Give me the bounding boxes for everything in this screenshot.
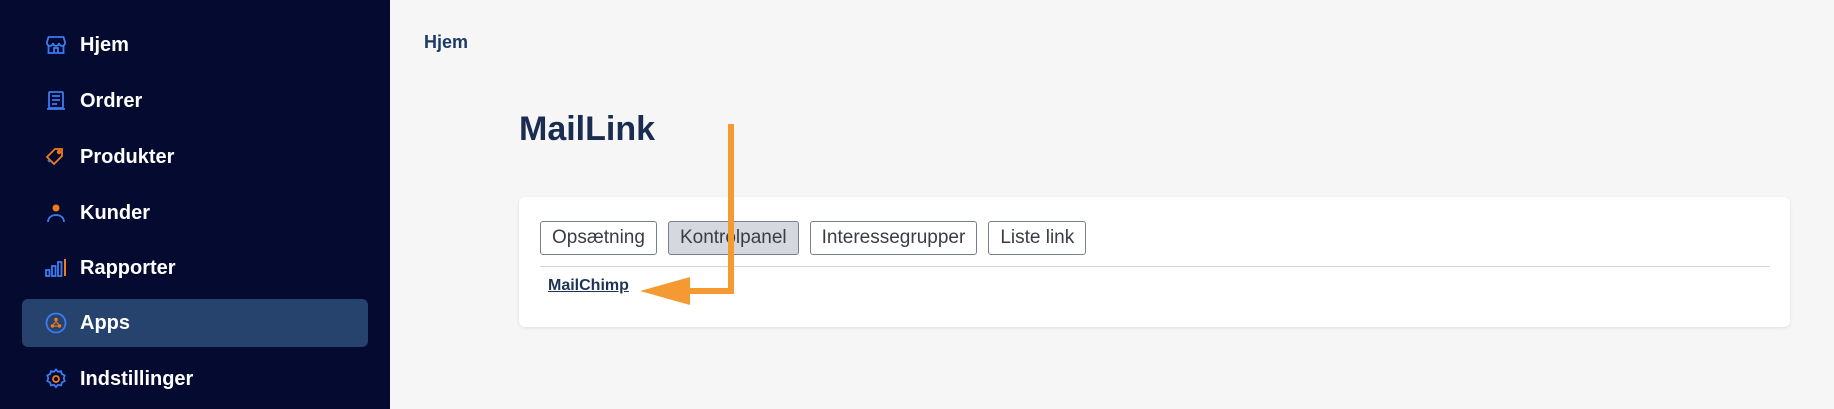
tab-bar: Opsætning Kontrolpanel Interessegrupper … [540, 221, 1097, 255]
apps-icon [44, 311, 68, 335]
tab-kontrolpanel[interactable]: Kontrolpanel [667, 221, 799, 255]
tab-interessegrupper[interactable]: Interessegrupper [809, 221, 978, 255]
main-content: Hjem MailLink Opsætning Kontrolpanel Int… [390, 0, 1834, 409]
bar-chart-icon [44, 256, 68, 280]
tab-liste-link[interactable]: Liste link [988, 221, 1087, 255]
tag-icon [44, 145, 68, 169]
sidebar-item-label: Kunder [80, 201, 150, 224]
page-title: MailLink [519, 110, 656, 148]
sidebar-item-ordrer[interactable]: Ordrer [22, 77, 368, 125]
sidebar-item-indstillinger[interactable]: Indstillinger [22, 355, 368, 403]
sidebar-item-label: Rapporter [80, 256, 176, 279]
receipt-icon [44, 89, 68, 113]
sidebar-item-kunder[interactable]: Kunder [22, 189, 368, 237]
sidebar-item-label: Hjem [80, 33, 129, 56]
breadcrumb[interactable]: Hjem [424, 32, 469, 52]
sidebar: Hjem Ordrer Produkter Kunder Rapporter A… [0, 0, 390, 409]
sidebar-item-apps[interactable]: Apps [22, 299, 368, 347]
sidebar-item-label: Indstillinger [80, 367, 194, 390]
sidebar-item-rapporter[interactable]: Rapporter [22, 244, 368, 292]
store-icon [44, 33, 68, 57]
sidebar-item-label: Ordrer [80, 89, 143, 112]
app-card: Opsætning Kontrolpanel Interessegrupper … [519, 197, 1790, 327]
sidebar-item-produkter[interactable]: Produkter [22, 133, 368, 181]
person-icon [44, 201, 68, 225]
tab-divider [540, 266, 1770, 267]
sidebar-item-label: Produkter [80, 145, 175, 168]
sidebar-item-label: Apps [80, 311, 130, 334]
gear-icon [44, 367, 68, 391]
mailchimp-link[interactable]: MailChimp [548, 277, 629, 294]
tab-opsaetning[interactable]: Opsætning [540, 221, 657, 255]
sidebar-item-hjem[interactable]: Hjem [22, 21, 368, 69]
